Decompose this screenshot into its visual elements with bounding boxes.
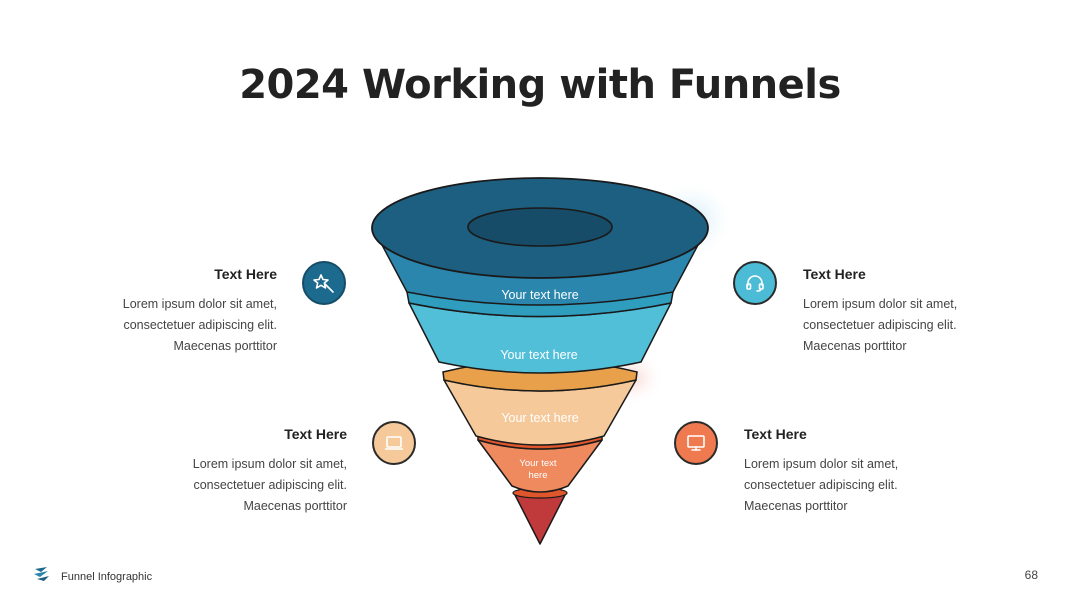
text-block-bottom-left: Text Here Lorem ipsum dolor sit amet, co… <box>107 426 347 517</box>
funnel-label-3: Your text here <box>501 411 578 425</box>
text-block-top-right: Text Here Lorem ipsum dolor sit amet, co… <box>803 266 1043 357</box>
block-line: Lorem ipsum dolor sit amet, <box>744 457 899 471</box>
footer-label: Funnel Infographic <box>61 571 153 583</box>
magic-wand-icon <box>302 261 346 305</box>
block-line: Maecenas porttitor <box>803 339 907 353</box>
block-line: Lorem ipsum dolor sit amet, <box>122 297 277 311</box>
monitor-icon <box>674 421 718 465</box>
block-heading: Text Here <box>803 266 866 282</box>
block-body: Lorem ipsum dolor sit amet, consectetuer… <box>107 454 347 517</box>
funnel-tip <box>513 492 567 545</box>
text-block-bottom-right: Text Here Lorem ipsum dolor sit amet, co… <box>744 426 984 517</box>
block-heading: Text Here <box>284 426 347 442</box>
text-block-top-left: Text Here Lorem ipsum dolor sit amet, co… <box>37 266 277 357</box>
block-line: Lorem ipsum dolor sit amet, <box>803 297 958 311</box>
brand-logo-icon <box>34 567 49 581</box>
block-line: Maecenas porttitor <box>243 499 347 513</box>
funnel-opening <box>467 207 613 247</box>
laptop-icon <box>372 421 416 465</box>
block-body: Lorem ipsum dolor sit amet, consectetuer… <box>37 294 277 357</box>
block-line: Maecenas porttitor <box>173 339 277 353</box>
block-heading: Text Here <box>214 266 277 282</box>
block-line: Lorem ipsum dolor sit amet, <box>192 457 347 471</box>
funnel-label-4-line1: Your text <box>519 458 557 469</box>
page-title: 2024 Working with Funnels <box>239 62 841 108</box>
block-body: Lorem ipsum dolor sit amet, consectetuer… <box>744 454 984 517</box>
funnel-label-4-line2: here <box>528 470 547 481</box>
block-line: consectetuer adipiscing elit. <box>744 478 898 492</box>
block-line: consectetuer adipiscing elit. <box>803 318 957 332</box>
funnel-label-1: Your text here <box>501 288 578 302</box>
block-line: consectetuer adipiscing elit. <box>123 318 277 332</box>
funnel-label-2: Your text here <box>500 348 577 362</box>
block-line: consectetuer adipiscing elit. <box>193 478 347 492</box>
headset-icon <box>733 261 777 305</box>
block-line: Maecenas porttitor <box>744 499 848 513</box>
page-number: 68 <box>1024 568 1038 582</box>
block-body: Lorem ipsum dolor sit amet, consectetuer… <box>803 294 1043 357</box>
block-heading: Text Here <box>744 426 807 442</box>
